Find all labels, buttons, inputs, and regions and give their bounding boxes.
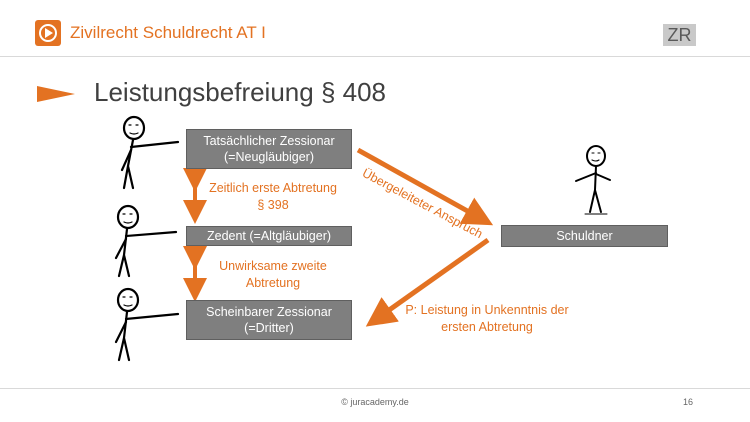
box-label: Schuldner: [556, 229, 613, 243]
course-title: Zivilrecht Schuldrecht AT I: [70, 23, 266, 42]
label-line: Abtretung: [245, 276, 301, 290]
box-label: (=Dritter): [244, 321, 294, 335]
footer-copyright: © juracademy.de: [341, 397, 409, 407]
stick-figure-icon: [575, 145, 611, 215]
footer-divider: [0, 388, 750, 389]
label-line: Zeitlich erste Abtretung: [209, 181, 337, 195]
arrow-icon: [365, 237, 490, 327]
stick-figure-icon: [120, 115, 180, 190]
arrow-icon: [356, 147, 494, 226]
box-label: Tatsächlicher Zessionar: [203, 134, 335, 148]
label-line: ersten Abtretung: [441, 320, 533, 334]
label-leistung: P: Leistung in Unkenntnis der ersten Abt…: [402, 302, 572, 336]
box-tatsaechlicher-zessionar: Tatsächlicher Zessionar (=Neugläubiger): [186, 129, 352, 169]
play-icon: [35, 20, 61, 46]
stick-figure-icon: [114, 204, 178, 278]
label-line: P: Leistung in Unkenntnis der: [405, 303, 569, 317]
stick-figure-icon: [114, 287, 180, 362]
slide-header: Zivilrecht Schuldrecht AT I ZR: [0, 0, 750, 57]
box-label: Zedent (=Altgläubiger): [206, 229, 332, 243]
label-line: § 398: [257, 198, 289, 212]
box-label: Scheinbarer Zessionar: [206, 305, 332, 319]
page-number: 16: [683, 397, 694, 407]
box-zedent: Zedent (=Altgläubiger): [186, 226, 352, 246]
label-zweite-abtretung: Unwirksame zweite Abtretung: [198, 258, 348, 292]
label-erste-abtretung: Zeitlich erste Abtretung § 398: [198, 180, 348, 214]
box-scheinbarer-zessionar: Scheinbarer Zessionar (=Dritter): [186, 300, 352, 340]
box-schuldner: Schuldner: [501, 225, 668, 247]
label-line: Unwirksame zweite: [219, 259, 327, 273]
box-label: (=Neugläubiger): [224, 150, 314, 164]
zr-badge: ZR: [663, 24, 696, 46]
slide-title: Leistungsbefreiung § 408: [94, 77, 387, 107]
title-arrow-icon: [37, 86, 75, 102]
